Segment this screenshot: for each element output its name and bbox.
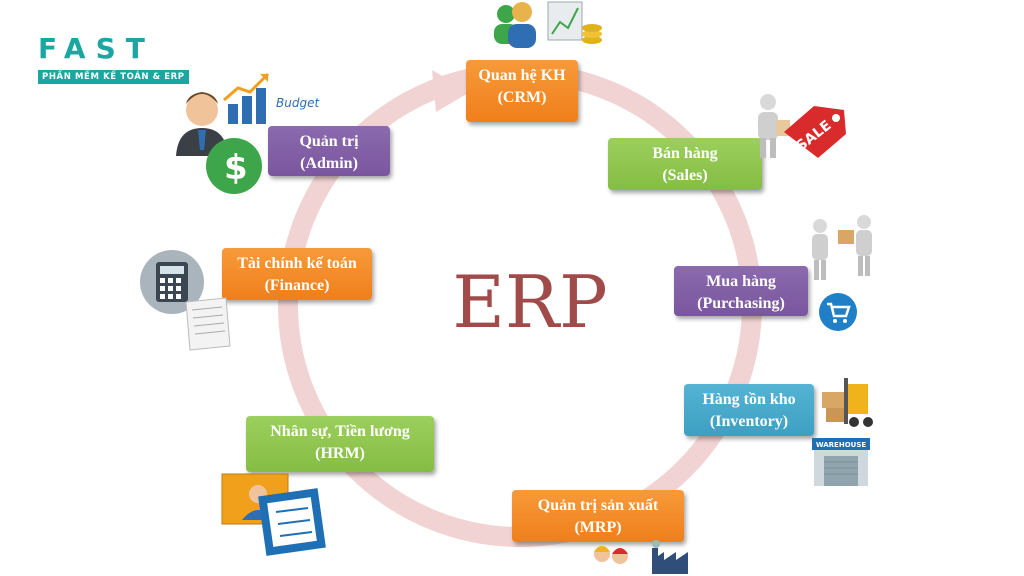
module-finance-abbr: (Finance) xyxy=(264,277,330,294)
module-crm: Quan hệ KH (CRM) xyxy=(466,60,578,122)
users-icon xyxy=(494,1,602,48)
profile-icon xyxy=(221,473,326,556)
factory-icon xyxy=(652,540,688,574)
module-finance: Tài chính kế toán (Finance) xyxy=(222,248,372,300)
module-inventory: Hàng tồn kho (Inventory) xyxy=(684,384,814,436)
module-crm-abbr: (CRM) xyxy=(497,89,547,106)
fast-logo: FAST PHẦN MỀM KẾ TOÁN & ERP xyxy=(38,34,198,84)
module-purchasing-title: Mua hàng xyxy=(706,273,776,290)
module-sales-abbr: (Sales) xyxy=(662,167,708,184)
module-mrp: Quản trị sản xuất (MRP) xyxy=(512,490,684,542)
forklift-icon xyxy=(822,378,873,427)
cart-icon xyxy=(819,293,857,331)
module-sales-title: Bán hàng xyxy=(652,145,718,162)
logo-wordmark: FAST xyxy=(38,32,155,65)
module-crm-title: Quan hệ KH xyxy=(478,67,566,84)
module-sales: Bán hàng (Sales) xyxy=(608,138,762,190)
ring-arrow-head xyxy=(432,70,470,112)
workers-icon xyxy=(594,546,628,564)
budget-chart-icon xyxy=(223,72,270,124)
erp-center-label: ERP xyxy=(452,260,608,344)
module-hrm-abbr: (HRM) xyxy=(315,445,365,462)
receipt-icon xyxy=(185,297,231,351)
module-finance-title: Tài chính kế toán xyxy=(237,255,357,272)
module-hrm-title: Nhân sự, Tiền lương xyxy=(270,423,410,440)
budget-label: Budget xyxy=(276,96,320,110)
module-purchasing-abbr: (Purchasing) xyxy=(697,295,785,312)
logo-tagline: PHẦN MỀM KẾ TOÁN & ERP xyxy=(38,70,189,84)
module-inventory-abbr: (Inventory) xyxy=(709,413,789,430)
module-inventory-title: Hàng tồn kho xyxy=(702,391,796,408)
sale-tag-icon: SALE xyxy=(784,106,846,158)
warehouse-icon: WAREHOUSE xyxy=(812,438,870,486)
warehouse-sign: WAREHOUSE xyxy=(816,441,867,449)
module-hrm: Nhân sự, Tiền lương (HRM) xyxy=(246,416,434,472)
businessman-icon xyxy=(176,92,262,194)
module-admin-title: Quản trị xyxy=(299,133,359,150)
module-purchasing: Mua hàng (Purchasing) xyxy=(674,266,808,316)
module-mrp-abbr: (MRP) xyxy=(574,519,622,536)
calculator-icon xyxy=(140,250,204,314)
module-admin-abbr: (Admin) xyxy=(300,155,358,172)
delivery-icon xyxy=(812,215,872,280)
module-mrp-title: Quản trị sản xuất xyxy=(537,497,659,514)
dollar-icon: $ xyxy=(224,148,248,188)
shopper-icon xyxy=(758,94,790,158)
module-admin: Quản trị (Admin) xyxy=(268,126,390,176)
